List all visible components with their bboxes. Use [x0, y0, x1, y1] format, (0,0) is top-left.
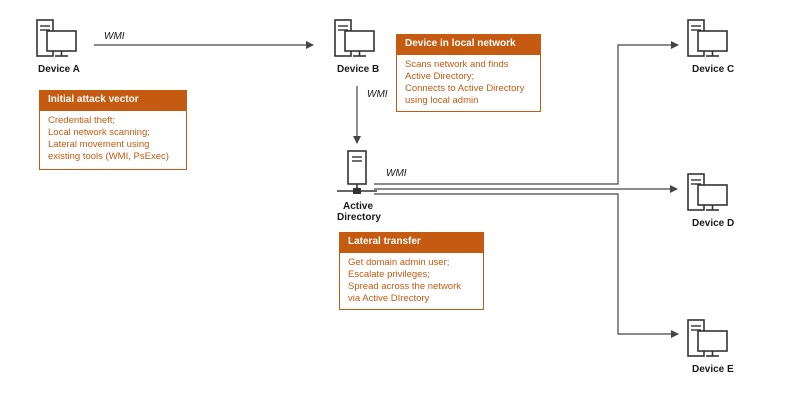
lateral-transfer-title: Lateral transfer — [340, 233, 483, 253]
initial-attack-vector-body: Credential theft; Local network scanning… — [40, 111, 186, 167]
device-c-computer-icon — [687, 19, 728, 57]
lateral-transfer-body: Get domain admin user; Escalate privileg… — [340, 253, 483, 309]
lateral-line-4: via Active DIrectory — [348, 293, 430, 304]
lateral-line-3: Spread across the network — [348, 281, 462, 292]
device-in-local-network-box: Device in local network Scans network an… — [396, 34, 541, 112]
lateral-transfer-box: Lateral transfer Get domain admin user; … — [339, 232, 484, 310]
local-line-2: Active Directory; — [405, 71, 475, 82]
initial-line-3: Lateral movement using — [48, 139, 150, 150]
edge-ad-to-e — [374, 193, 679, 338]
device-b-computer-icon — [334, 19, 375, 57]
local-line-1: Scans network and finds — [405, 59, 509, 70]
initial-line-4: existing tools (WMI, PsExec) — [48, 151, 169, 162]
lateral-line-2: Escalate privileges; — [348, 269, 430, 280]
device-b-label: Device B — [337, 64, 380, 75]
active-directory-server-icon — [336, 150, 378, 195]
device-a-computer-icon — [36, 19, 77, 57]
device-a-label: Device A — [38, 64, 80, 75]
initial-attack-vector-box: Initial attack vector Credential theft; … — [39, 90, 187, 170]
device-e-label: Device E — [692, 364, 734, 375]
device-e-computer-icon — [687, 319, 728, 357]
edge-ad-to-c — [374, 41, 679, 185]
edge-label-b-to-ad: WMI — [367, 89, 388, 100]
edge-label-a-to-b: WMI — [104, 31, 125, 42]
edge-label-ad-to-devices: WMI — [386, 168, 407, 179]
device-c-label: Device C — [692, 64, 735, 75]
initial-line-2: Local network scanning; — [48, 127, 150, 138]
active-directory-label-line2: Directory — [337, 212, 381, 223]
initial-attack-vector-title: Initial attack vector — [40, 91, 186, 111]
device-d-computer-icon — [687, 173, 728, 211]
lateral-line-1: Get domain admin user; — [348, 257, 450, 268]
active-directory-label-line1: Active — [342, 201, 373, 212]
initial-line-1: Credential theft; — [48, 115, 116, 126]
device-d-label: Device D — [692, 218, 735, 229]
local-line-3: Connects to Active Directory — [405, 83, 525, 94]
local-line-4: using local admin — [405, 95, 479, 106]
device-in-local-network-title: Device in local network — [397, 35, 540, 55]
device-in-local-network-body: Scans network and finds Active Directory… — [397, 55, 540, 111]
active-directory-label: Active Directory — [337, 201, 381, 223]
